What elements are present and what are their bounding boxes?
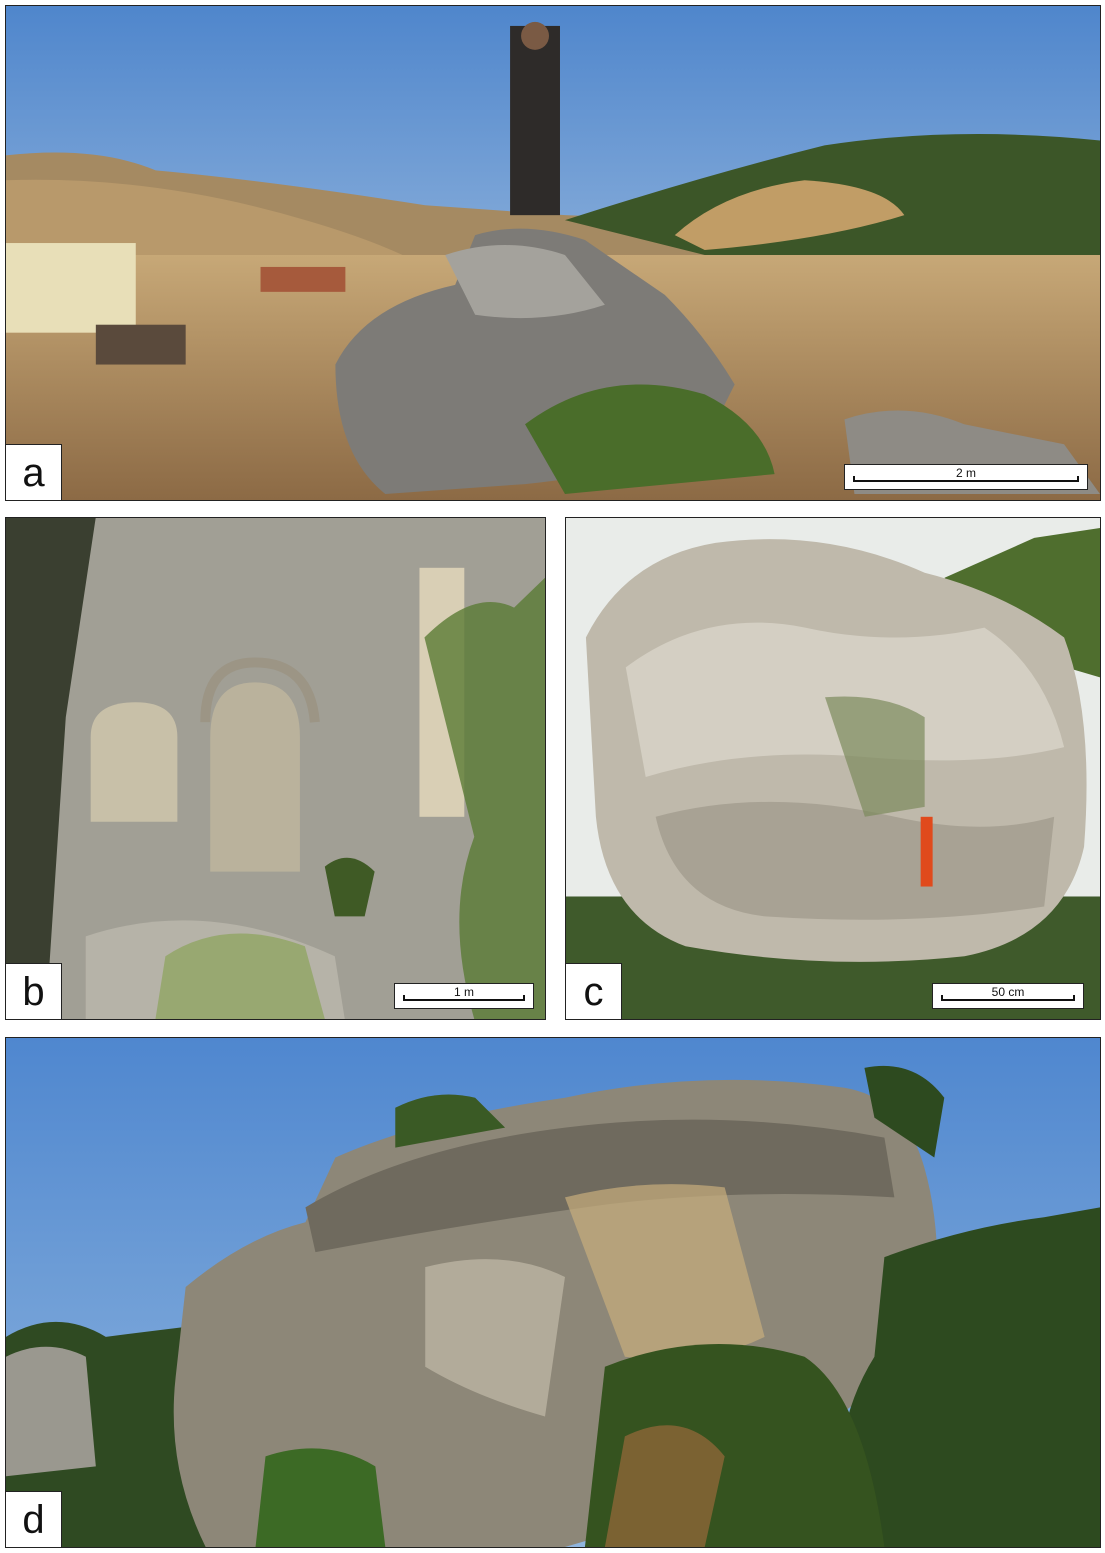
scale-bar-label-c: 50 cm	[991, 985, 1025, 999]
scale-bar-line-b	[403, 995, 525, 1001]
panel-label-b: b	[6, 963, 62, 1019]
panel-label-c: c	[566, 963, 622, 1019]
panel-label-a: a	[6, 444, 62, 500]
scale-bar-label-b: 1 m	[453, 985, 474, 999]
scale-bar-line-c	[941, 995, 1075, 1001]
scale-bar-b: 1 m	[394, 983, 534, 1009]
scale-bar-label-a: 2 m	[955, 466, 976, 480]
photo-panel-a: a 2 m	[5, 5, 1101, 501]
scale-bar-line-a	[853, 476, 1079, 482]
landscape-photo-a	[6, 6, 1100, 500]
rock-relief-photo-b	[6, 518, 545, 1019]
photo-panel-b: b 1 m	[5, 517, 546, 1020]
photo-panel-c: c 50 cm	[565, 517, 1101, 1020]
scale-bar-a: 2 m	[844, 464, 1088, 490]
rock-massif-photo-d	[6, 1038, 1100, 1547]
outcrop-photo-c	[566, 518, 1100, 1019]
scale-bar-c: 50 cm	[932, 983, 1084, 1009]
panel-label-d: d	[6, 1491, 62, 1547]
photo-panel-d: d	[5, 1037, 1101, 1548]
